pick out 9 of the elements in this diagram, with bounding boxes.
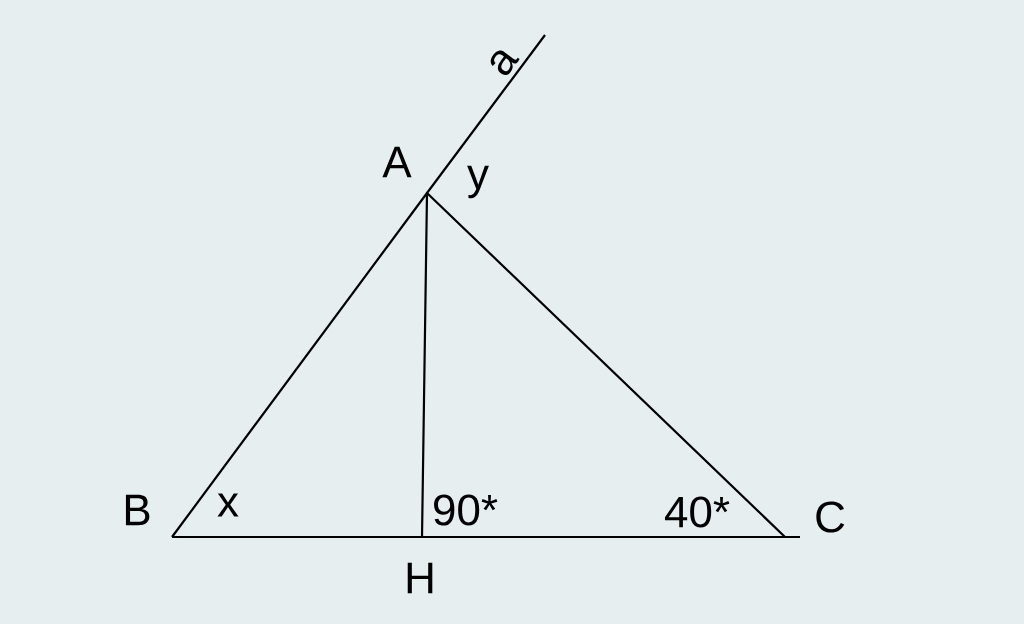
- point-label: a: [490, 50, 520, 76]
- point-label: C: [816, 501, 845, 533]
- point-label: B: [125, 494, 150, 526]
- point-label: H: [407, 562, 433, 594]
- point-label: A: [382, 146, 412, 178]
- point-label: 40*: [665, 496, 730, 528]
- point-label: y: [467, 165, 489, 199]
- point-label: x: [217, 493, 239, 517]
- point-label: 90*: [434, 494, 498, 526]
